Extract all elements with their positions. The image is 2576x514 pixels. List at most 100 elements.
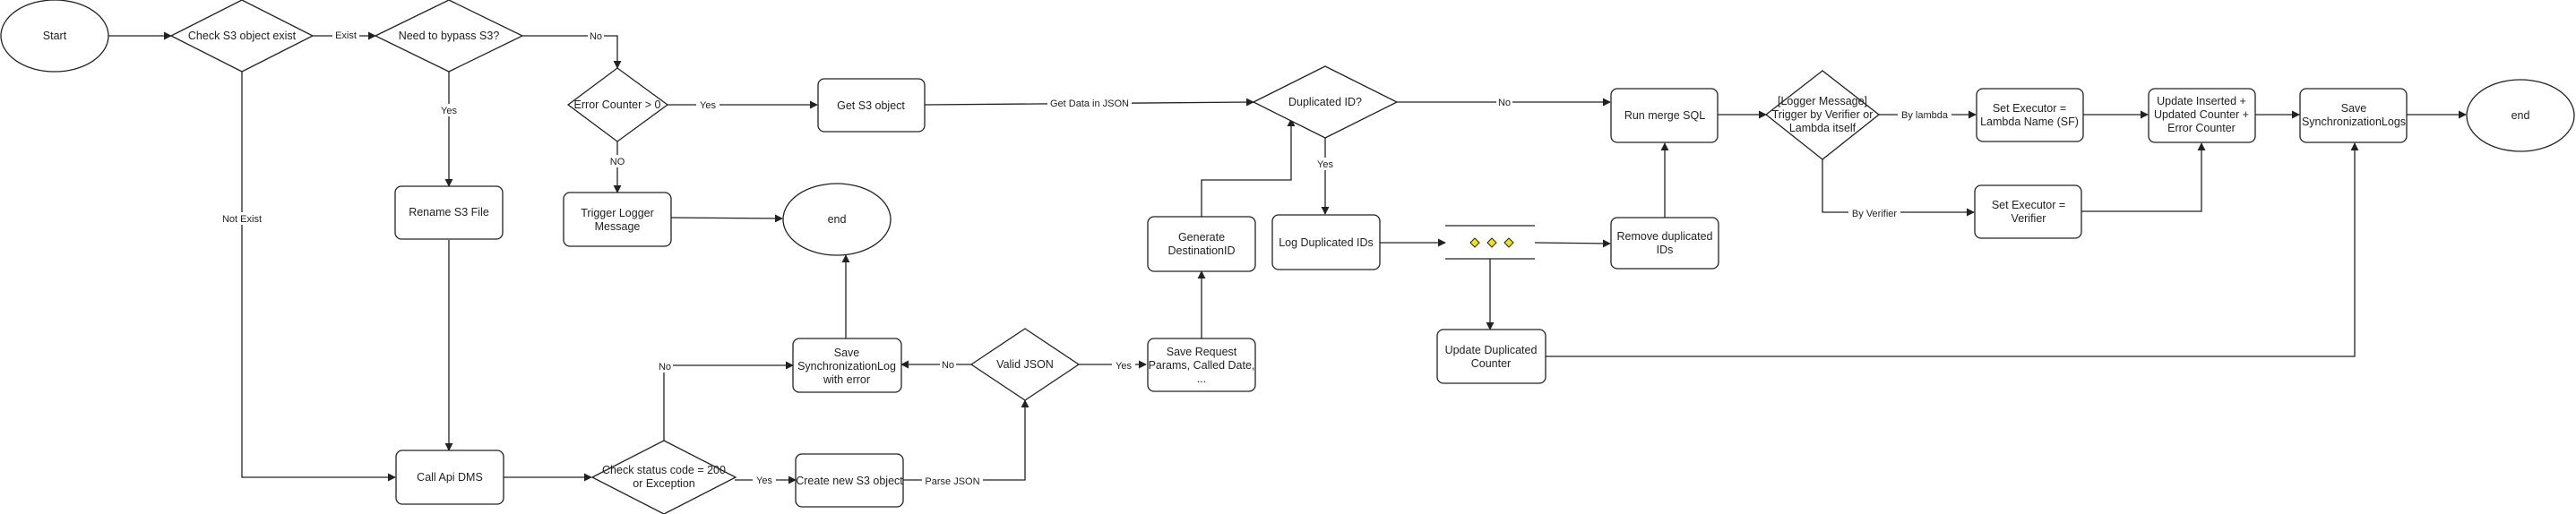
node-save-sync-logs-line-1: Save [2341,102,2367,115]
node-call-api-label: Call Api DMS [417,471,483,484]
node-save-request-line-3: ... [1197,373,1206,385]
node-log-duplicated-label: Log Duplicated IDs [1279,236,1374,249]
node-save-sync-log-error-line-2: SynchronizationLog [797,360,896,373]
edge-label-by-lambda: By lambda [1901,110,1949,121]
node-get-s3-object: Get S3 object [817,78,926,133]
node-bypass-s3-label: Need to bypass S3? [399,30,500,42]
node-logger-message-line-3: Lambda itself [1789,122,1857,134]
node-logger-message-line-2: Trigger by Verifier or [1772,108,1874,121]
node-save-sync-log-error: Save SynchronizationLog with error [792,338,902,393]
edge-bypass-no [522,35,622,69]
node-save-request: Save Request Params, Called Date, ... [1147,338,1256,392]
edge-update-dup-to-save [1546,142,2359,357]
node-log-duplicated: Log Duplicated IDs [1271,214,1381,270]
node-remove-duplicated-line-2: IDs [1657,244,1674,256]
node-duplicated-id-label: Duplicated ID? [1288,96,1362,108]
node-end-right: end [2466,79,2575,152]
edge-check-s3-not-exist [241,72,396,482]
edge-label-exist: Exist [335,30,357,41]
node-end-right-label: end [2511,109,2530,122]
node-save-sync-log-error-line-1: Save [834,347,860,359]
node-create-s3: Create new S3 object [795,453,904,508]
node-check-s3-exist: Check S3 object exist [169,0,314,73]
node-update-counters: Update Inserted + Updated Counter + Erro… [2148,88,2256,143]
edge-generate-to-dup [1201,118,1296,217]
edge-label-yes-status: Yes [756,475,772,486]
node-valid-json: Valid JSON [969,328,1081,401]
node-set-executor-verifier: Set Executor = Verifier [1974,184,2082,239]
node-set-executor-lambda-line-2: Lambda Name (SF) [1980,116,2079,128]
node-update-counters-line-1: Update Inserted + [2157,95,2246,107]
node-generate-dest-id-line-1: Generate [1178,231,1225,244]
edge-label-yes-dup: Yes [1317,159,1333,170]
node-save-sync-log-error-line-3: with error [823,373,870,386]
node-bypass-s3: Need to bypass S3? [374,0,524,73]
node-save-sync-logs-line-2: SynchronizationLogs [2302,116,2406,128]
node-start-label: Start [43,30,67,42]
diamond-marker-1-icon [1469,237,1480,248]
node-set-executor-lambda: Set Executor = Lambda Name (SF) [1976,88,2084,142]
node-error-counter: Error Counter > 0 [566,67,669,142]
node-set-executor-lambda-line-1: Set Executor = [1993,102,2066,115]
edge-label-no-bypass: No [590,31,602,42]
node-set-executor-verifier-line-2: Verifier [2012,212,2046,225]
node-run-merge-sql-label: Run merge SQL [1624,109,1705,122]
node-end-middle-label: end [828,213,847,226]
edge-label-by-verifier: By Verifier [1852,209,1897,219]
edge-label-get-data-json: Get Data in JSON [1050,99,1129,109]
edge-labels: Exist No Yes Not Exist Yes NO Get Data i… [218,29,1951,487]
node-set-executor-verifier-line-1: Set Executor = [1992,199,2065,211]
node-check-status: Check status code = 200 or Exception [590,440,737,514]
edge-parse-json [903,399,1030,481]
edge-label-not-exist: Not Exist [222,214,262,225]
node-update-dup-counter: Update Duplicated Counter [1436,329,1546,384]
node-remove-duplicated-line-1: Remove duplicated [1616,230,1712,243]
node-update-dup-counter-line-2: Counter [1471,357,1511,370]
node-save-request-line-1: Save Request [1167,346,1237,358]
edge-status-no [663,361,794,441]
node-rename-s3: Rename S3 File [394,185,504,240]
edge-label-yes-valid: Yes [1116,361,1132,372]
node-trigger-logger-line-2: Message [595,220,641,233]
diamond-marker-3-icon [1503,237,1514,248]
parallel-fork-marker [1445,225,1535,260]
edge-logger-by-verifier [1822,159,1975,217]
node-get-s3-object-label: Get S3 object [837,99,905,112]
node-valid-json-label: Valid JSON [996,358,1054,371]
edge-marker-to-remove [1534,239,1611,248]
node-run-merge-sql: Run merge SQL [1610,88,1719,143]
node-update-counters-line-2: Updated Counter + [2154,108,2249,121]
diamond-marker-2-icon [1486,237,1497,248]
node-save-sync-logs: Save SynchronizationLogs [2299,88,2408,143]
edge-label-yes-error: Yes [700,100,716,111]
edges [108,31,2467,484]
edge-label-parse-json: Parse JSON [925,476,979,487]
edge-label-no-error: NO [610,157,625,167]
node-update-counters-line-3: Error Counter [2167,122,2236,134]
edge-label-no-dup: No [1498,98,1511,108]
node-rename-s3-label: Rename S3 File [409,206,489,218]
edge-label-no-status: No [659,362,671,373]
node-error-counter-label: Error Counter > 0 [574,99,661,111]
node-check-status-line-1: Check status code = 200 [602,464,726,476]
node-start: Start [0,0,109,73]
node-update-dup-counter-line-1: Update Duplicated [1445,344,1538,356]
node-check-status-line-2: or Exception [633,477,695,490]
node-generate-dest-id: Generate DestinationID [1147,216,1256,272]
node-create-s3-label: Create new S3 object [796,475,903,487]
node-trigger-logger-line-1: Trigger Logger [581,207,654,219]
node-call-api: Call Api DMS [395,450,504,505]
edge-label-no-valid: No [942,360,954,371]
node-check-s3-exist-label: Check S3 object exist [188,30,297,42]
node-logger-message: [Logger Message] Trigger by Verifier or … [1764,70,1881,160]
node-trigger-logger: Trigger Logger Message [563,192,672,247]
node-remove-duplicated: Remove duplicated IDs [1610,217,1719,270]
node-logger-message-line-1: [Logger Message] [1778,95,1867,107]
node-end-middle: end [782,183,892,256]
edge-label-yes-bypass: Yes [441,106,457,116]
node-save-request-line-2: Params, Called Date, [1149,359,1255,372]
node-duplicated-id: Duplicated ID? [1252,65,1399,139]
node-generate-dest-id-line-2: DestinationID [1167,244,1235,257]
edge-verifier-to-update [2081,142,2206,212]
